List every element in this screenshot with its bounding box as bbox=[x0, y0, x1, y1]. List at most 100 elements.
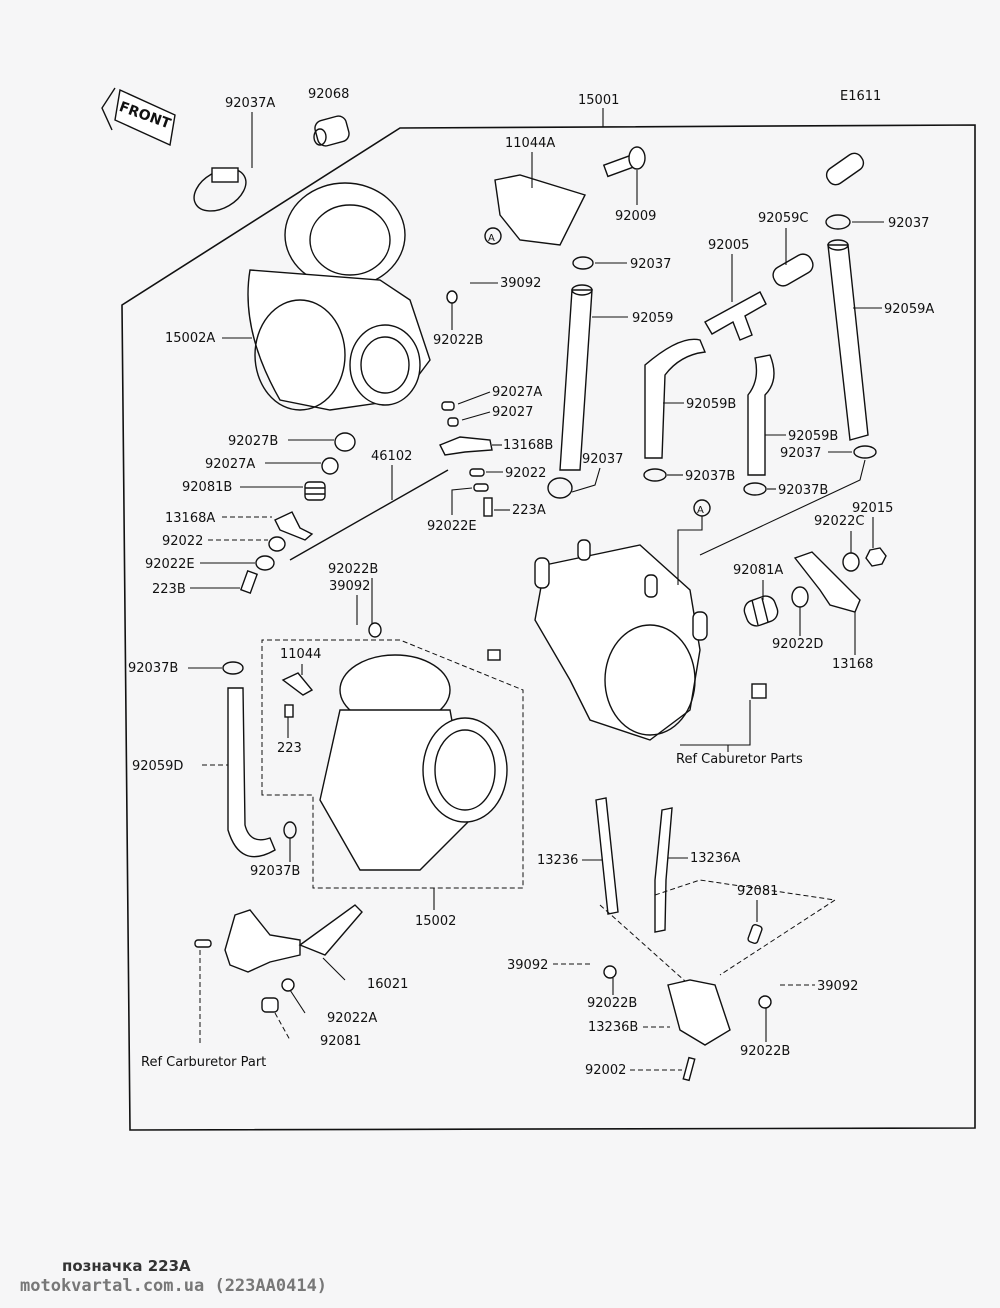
spring-92081B-icon bbox=[304, 481, 326, 501]
ref-carburetor-part-label: Ref Carburetor Part bbox=[141, 1055, 266, 1070]
tee-fitting-92005-icon bbox=[704, 291, 767, 341]
carburetor-body-right-icon bbox=[534, 539, 708, 741]
label-92037B-4: 92037B bbox=[250, 864, 300, 879]
label-39092-4: 39092 bbox=[817, 979, 858, 994]
label-13168A: 13168A bbox=[165, 511, 215, 526]
label-92022B-4: 92022B bbox=[740, 1044, 790, 1059]
label-92022-1: 92022 bbox=[162, 534, 203, 549]
label-92027B: 92027B bbox=[228, 434, 278, 449]
label-39092-3: 39092 bbox=[507, 958, 548, 973]
label-223: 223 bbox=[277, 741, 302, 756]
label-92022C: 92022C bbox=[814, 514, 864, 529]
label-13168B: 13168B bbox=[503, 438, 553, 453]
hose-92059-icon bbox=[559, 284, 593, 471]
source-watermark: motokvartal.com.ua (223AA0414) bbox=[20, 1276, 328, 1296]
label-92081-1: 92081 bbox=[320, 1034, 361, 1049]
bolt-92009-icon bbox=[602, 146, 646, 178]
label-92022E-2: 92022E bbox=[427, 519, 477, 534]
label-223B: 223B bbox=[152, 582, 186, 597]
bracket-11044A-icon: A bbox=[484, 174, 586, 246]
screw-icon bbox=[487, 649, 501, 661]
label-92027A-1: 92027A bbox=[492, 385, 542, 400]
hose-92059B-2-icon bbox=[747, 354, 775, 476]
label-13168: 13168 bbox=[832, 657, 873, 672]
carburetor-15002-icon bbox=[261, 639, 524, 889]
label-92027A-2: 92027A bbox=[205, 457, 255, 472]
label-92022-2: 92022 bbox=[505, 466, 546, 481]
label-92037-4: 92037 bbox=[888, 216, 929, 231]
callout-a-1: A bbox=[488, 233, 495, 244]
nut-92015-icon bbox=[865, 547, 887, 567]
label-13236A: 13236A bbox=[690, 851, 740, 866]
label-15002: 15002 bbox=[415, 914, 456, 929]
label-92037B-1: 92037B bbox=[685, 469, 735, 484]
collar-part-icon bbox=[313, 115, 350, 147]
label-92059: 92059 bbox=[632, 311, 673, 326]
label-92027: 92027 bbox=[492, 405, 533, 420]
screw-icon-2 bbox=[751, 683, 767, 699]
hose-92059C-icon bbox=[772, 152, 865, 287]
lever-16021-icon bbox=[224, 904, 363, 973]
diagram-code: E1611 bbox=[840, 89, 881, 104]
spring-92081A-icon bbox=[743, 595, 779, 627]
spring-92081-2-icon bbox=[747, 923, 763, 945]
label-92081B: 92081B bbox=[182, 480, 232, 495]
label-92002: 92002 bbox=[585, 1063, 626, 1078]
label-92068: 92068 bbox=[308, 87, 349, 102]
ref-caburetor-parts-label: Ref Caburetor Parts bbox=[676, 752, 803, 767]
hose-92059D-icon bbox=[227, 687, 276, 858]
label-92059A: 92059A bbox=[884, 302, 934, 317]
bracket-11044-icon bbox=[281, 672, 314, 696]
label-46102: 46102 bbox=[371, 449, 412, 464]
label-11044: 11044 bbox=[280, 647, 321, 662]
label-13236: 13236 bbox=[537, 853, 578, 868]
front-arrow-icon: FRONT bbox=[101, 87, 176, 147]
label-39092-2: 39092 bbox=[329, 579, 370, 594]
assembly-frame bbox=[121, 108, 976, 1131]
label-92059C: 92059C bbox=[758, 211, 808, 226]
lever-13168-icon bbox=[793, 551, 861, 613]
label-92081A: 92081A bbox=[733, 563, 783, 578]
label-11044A: 11044A bbox=[505, 136, 555, 151]
link-rod-13236-icon bbox=[595, 797, 619, 915]
hose-92059A-icon bbox=[827, 239, 869, 441]
label-92059D: 92059D bbox=[132, 759, 183, 774]
link-rod-13236A-icon bbox=[654, 807, 673, 933]
spring-92081-icon bbox=[261, 997, 279, 1013]
label-92037-1: 92037 bbox=[630, 257, 671, 272]
label-92037B-3: 92037B bbox=[128, 661, 178, 676]
label-92022A: 92022A bbox=[327, 1011, 377, 1026]
screw-icon-3 bbox=[194, 939, 212, 948]
label-92022D: 92022D bbox=[772, 637, 823, 652]
label-223A: 223A bbox=[512, 503, 546, 518]
label-92037B-2: 92037B bbox=[778, 483, 828, 498]
rod-46102-icon bbox=[289, 469, 449, 561]
label-92009: 92009 bbox=[615, 209, 656, 224]
callout-a-2: A bbox=[697, 505, 704, 516]
label-16021: 16021 bbox=[367, 977, 408, 992]
label-92059B-2: 92059B bbox=[788, 429, 838, 444]
label-92022E-1: 92022E bbox=[145, 557, 195, 572]
label-92022B-1: 92022B bbox=[433, 333, 483, 348]
lever-13236B-icon bbox=[667, 979, 731, 1046]
caption-text: позначка 223A bbox=[62, 1257, 191, 1275]
label-92022B-3: 92022B bbox=[587, 996, 637, 1011]
label-15002A: 15002A bbox=[165, 331, 215, 346]
label-92059B-1: 92059B bbox=[686, 397, 736, 412]
clamp-part-icon bbox=[193, 167, 247, 212]
label-92037-3: 92037 bbox=[582, 452, 623, 467]
lever-13168A-icon bbox=[274, 511, 314, 541]
label-13236B: 13236B bbox=[588, 1020, 638, 1035]
label-92037-5: 92037 bbox=[780, 446, 821, 461]
label-92081-2: 92081 bbox=[737, 884, 778, 899]
label-15001: 15001 bbox=[578, 93, 619, 108]
bolt-92002-icon bbox=[682, 1056, 696, 1082]
label-92005: 92005 bbox=[708, 238, 749, 253]
label-92037A: 92037A bbox=[225, 96, 275, 111]
label-92022B-2: 92022B bbox=[328, 562, 378, 577]
lever-13168B-icon bbox=[439, 436, 493, 456]
carburetor-15002A-icon bbox=[247, 182, 431, 411]
label-92015: 92015 bbox=[852, 501, 893, 516]
hose-92059B-1-icon bbox=[644, 338, 707, 459]
